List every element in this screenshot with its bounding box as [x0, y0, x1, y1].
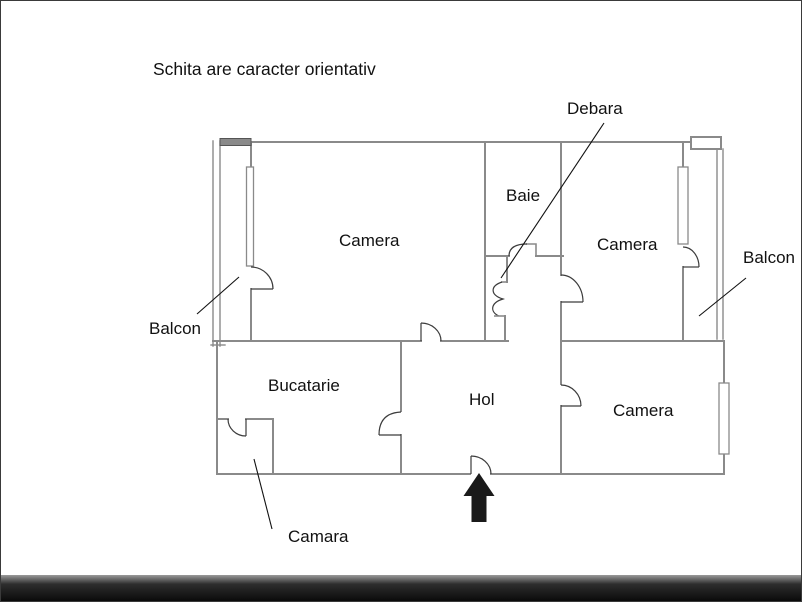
callout-label-debara: Debara	[567, 99, 623, 118]
pointer-balcon-left	[196, 276, 240, 315]
room-label-camera-left: Camera	[339, 231, 400, 250]
door-bucatarie	[378, 411, 402, 436]
pointer-balcon-right	[698, 277, 747, 317]
pointer-debara	[500, 122, 605, 279]
room-label-bucatarie: Bucatarie	[268, 376, 340, 395]
door-camara	[227, 418, 247, 437]
room-label-camera-right: Camera	[597, 235, 658, 254]
door-entrance	[470, 455, 492, 475]
door-balcony-left	[250, 266, 274, 290]
door-camera-bottom	[560, 384, 582, 407]
door-camera-right	[560, 274, 584, 303]
room-label-camera-bottom: Camera	[613, 401, 674, 420]
door-balcony-right	[682, 246, 700, 268]
balcony-left-cap	[219, 138, 252, 146]
balcony-left-structure	[210, 138, 252, 347]
callout-label-camara: Camara	[288, 527, 349, 546]
door-baie	[508, 243, 537, 257]
room-label-baie: Baie	[506, 186, 540, 205]
callout-label-balcon-right: Balcon	[743, 248, 795, 267]
entrance-arrow-icon	[463, 473, 495, 522]
door-debara-folding	[492, 281, 507, 317]
window-camera-right	[677, 166, 689, 245]
disclaimer-text: Schita are caracter orientativ	[153, 59, 376, 79]
walls	[212, 141, 725, 475]
door-camera-left	[420, 322, 442, 342]
balcony-right-cap	[690, 136, 722, 150]
window-camera-left	[245, 166, 255, 267]
window-camera-bottom	[718, 382, 730, 455]
pointer-camara	[253, 458, 273, 530]
balcony-right-structure	[690, 136, 724, 340]
room-label-hol: Hol	[469, 390, 495, 409]
bottom-bar	[1, 575, 801, 601]
callout-label-balcon-left: Balcon	[149, 319, 201, 338]
